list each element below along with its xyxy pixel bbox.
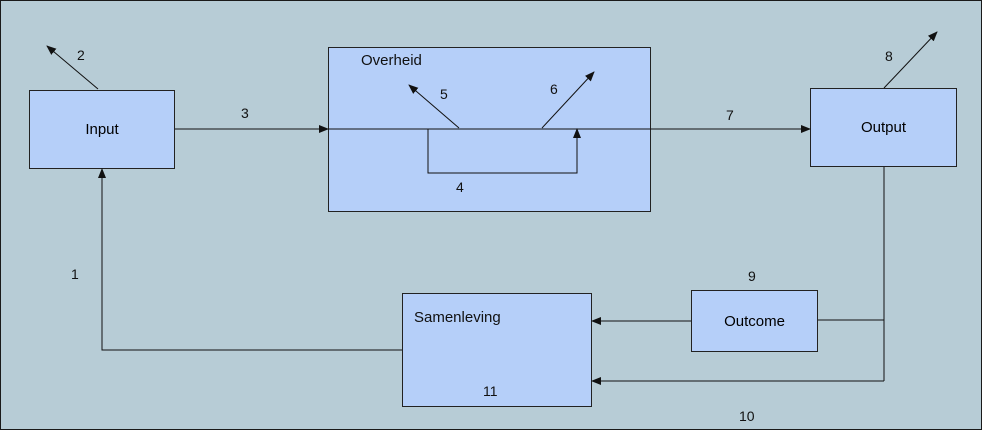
input-box: Input [29, 90, 175, 169]
flow-arrow-8 [883, 31, 938, 89]
flow-label-9: 9 [748, 268, 756, 284]
samenleving-label: Samenleving [414, 309, 501, 326]
outcome-label: Outcome [724, 312, 785, 330]
output-box: Output [810, 88, 957, 167]
overheid-label: Overheid [361, 52, 422, 69]
flow-loop-4 [427, 128, 581, 174]
flow-label-10: 10 [739, 408, 755, 424]
flow-label-4: 4 [456, 179, 464, 195]
flow-label-1: 1 [71, 266, 79, 282]
flow-arrow-5 [408, 84, 460, 129]
output-label: Output [860, 119, 907, 136]
outcome-box: Outcome [691, 290, 818, 352]
flow-label-3: 3 [241, 105, 249, 121]
flow-arrow-6 [541, 71, 595, 129]
input-label: Input [85, 121, 119, 138]
flow-label-5: 5 [440, 86, 448, 102]
flow-label-11: 11 [483, 383, 498, 399]
flow-arrow-2 [46, 45, 99, 90]
flow-label-8: 8 [885, 48, 893, 64]
flow-arrow-1 [98, 168, 402, 351]
flow-label-6: 6 [550, 81, 558, 97]
flow-label-2: 2 [77, 47, 85, 63]
samenleving-box: Samenleving 11 [402, 293, 592, 407]
flow-label-7: 7 [726, 107, 734, 123]
